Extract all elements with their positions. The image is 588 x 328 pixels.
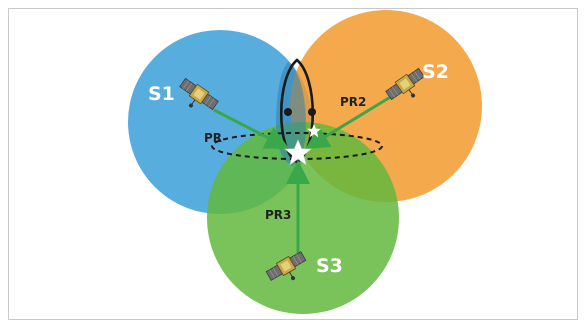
s1-label: S1 [148,83,175,105]
pr-s1-label: PR [204,131,222,145]
pr-arrow-s2 [304,94,393,150]
solution-dot-right [308,108,316,116]
true-position-star-icon [284,139,312,166]
s3-range-circle [207,122,399,314]
alternate-position-star-icon [307,124,321,138]
s2-label: S2 [422,61,449,83]
pr-s2-label: PR2 [340,95,366,109]
pr-arrow-s1 [213,108,290,149]
dashed-solution-ellipse [211,132,383,160]
s3-label: S3 [316,255,343,277]
pr-s3-label: PR3 [265,208,291,222]
solution-dot-left [284,108,292,116]
